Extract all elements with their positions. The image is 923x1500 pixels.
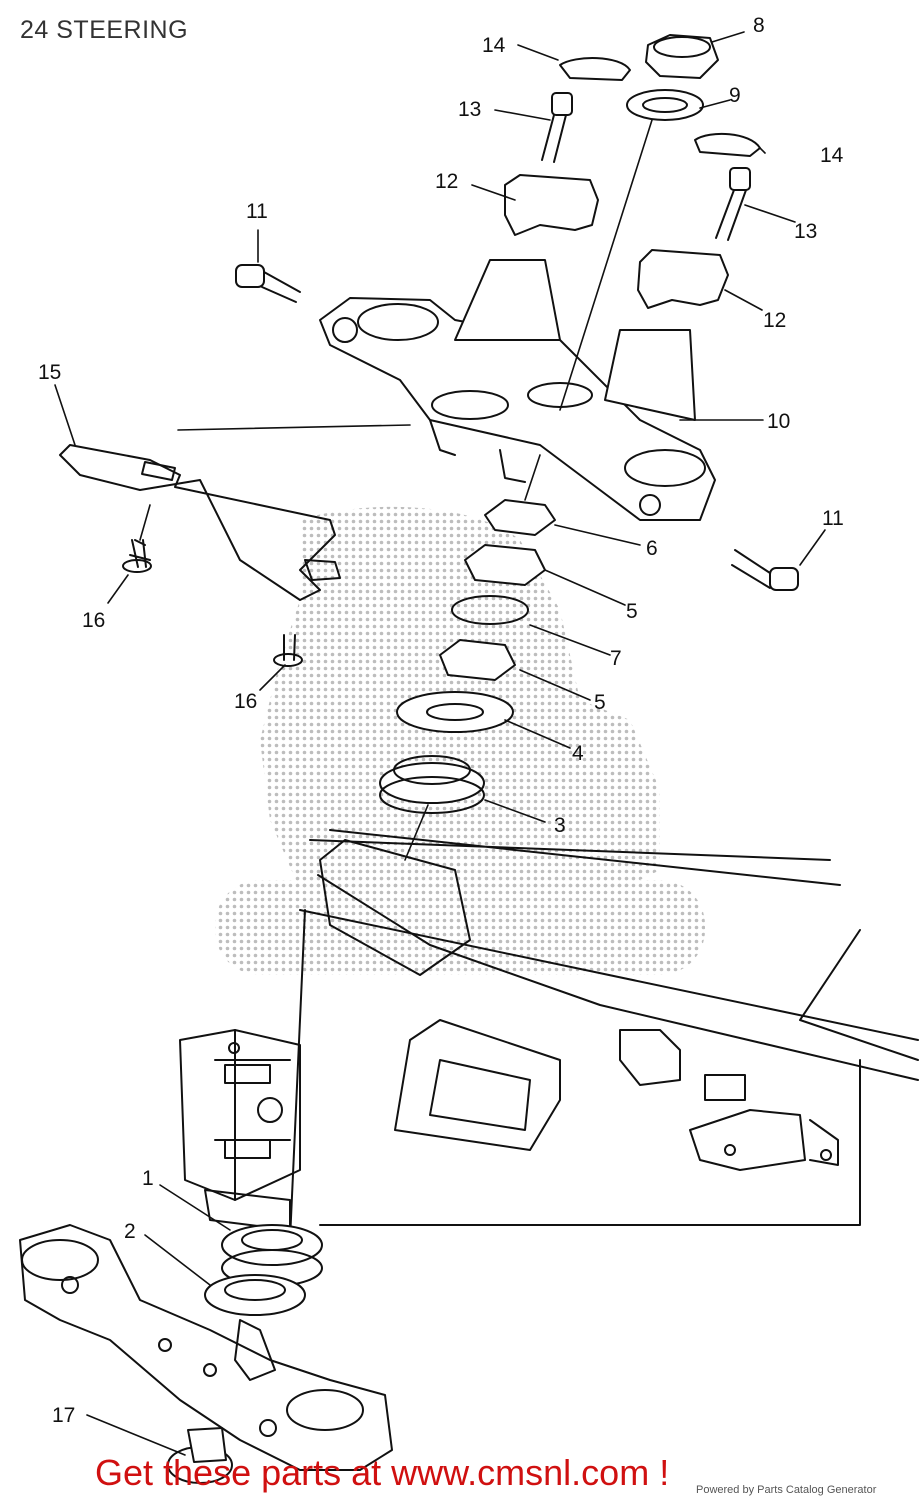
bolt-13-right xyxy=(715,167,751,241)
callout-14-right: 14 xyxy=(820,144,844,167)
callout-5-lower: 5 xyxy=(594,691,606,714)
ring-nut-5-upper xyxy=(464,544,546,586)
callout-7: 7 xyxy=(610,647,622,670)
callout-12-lower: 12 xyxy=(763,309,786,332)
cable-guide-15 xyxy=(59,444,341,601)
handlebar-holder-12-lower xyxy=(637,249,729,309)
seal-2 xyxy=(204,1274,306,1316)
callout-17: 17 xyxy=(52,1404,75,1427)
callout-16-lower: 16 xyxy=(234,690,257,713)
frame-drawing xyxy=(179,829,919,1241)
generator-credit: Powered by Parts Catalog Generator xyxy=(696,1484,877,1496)
handlebar-holder-12-upper xyxy=(504,174,599,236)
callout-16-upper: 16 xyxy=(82,609,105,632)
cap-nut-8 xyxy=(645,34,719,79)
callout-10: 10 xyxy=(767,410,790,433)
lock-washer-6 xyxy=(484,499,556,536)
cap-14-left xyxy=(559,57,631,81)
bolt-11-left xyxy=(235,264,301,303)
callout-3: 3 xyxy=(554,814,566,837)
bolt-16-upper xyxy=(122,539,152,573)
washer-9 xyxy=(626,89,704,121)
cap-17 xyxy=(167,1427,233,1484)
bearing-3 xyxy=(379,755,485,814)
callout-11-left: 11 xyxy=(246,200,268,223)
callout-4: 4 xyxy=(572,742,584,765)
under-bracket xyxy=(19,1224,393,1471)
promo-link-text[interactable]: Get these parts at www.cmsnl.com ! xyxy=(95,1452,670,1493)
bolt-11-right xyxy=(731,549,799,591)
callout-labels: 8 9 14 14 13 13 12 12 11 11 10 6 5 7 5 4… xyxy=(38,14,844,1427)
callout-5-upper: 5 xyxy=(626,600,638,623)
callout-11-right: 11 xyxy=(822,507,844,530)
watermark-logo xyxy=(215,506,705,975)
callout-6: 6 xyxy=(646,537,658,560)
bolt-13-left xyxy=(541,92,573,163)
bearing-1 xyxy=(221,1224,323,1287)
callout-14-left: 14 xyxy=(482,34,506,57)
callout-9: 9 xyxy=(729,84,741,107)
rubber-washer-7 xyxy=(451,595,529,625)
callout-13-right: 13 xyxy=(794,220,817,243)
washer-9-hole xyxy=(642,97,688,113)
bearing-cover-4 xyxy=(396,691,514,733)
ring-nut-5-lower xyxy=(439,639,516,681)
callout-12-upper: 12 xyxy=(435,170,458,193)
callout-1: 1 xyxy=(142,1167,154,1190)
callout-13-left: 13 xyxy=(458,98,481,121)
cap-14-right xyxy=(694,132,761,157)
upper-bracket-10 xyxy=(319,259,716,521)
callout-15: 15 xyxy=(38,361,61,384)
callout-2: 2 xyxy=(124,1220,136,1243)
diagram-title: 24 STEERING xyxy=(20,16,189,44)
callout-8: 8 xyxy=(753,14,765,37)
leader-lines xyxy=(54,31,826,1456)
bolt-16-lower xyxy=(273,634,303,667)
